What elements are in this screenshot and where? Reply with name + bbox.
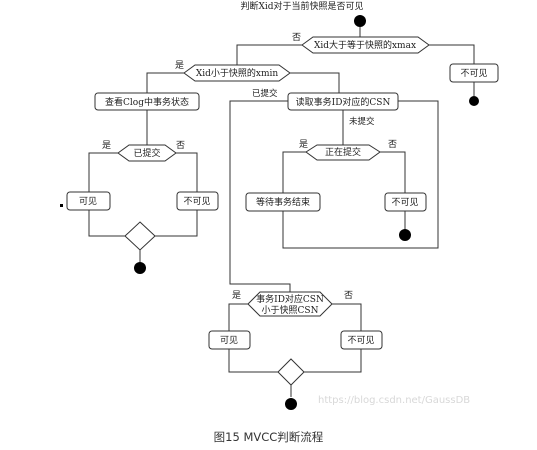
start-node (354, 15, 366, 27)
result-invisible-bottom-label: 不可见 (347, 335, 374, 346)
watermark: https://blog.csdn.net/GaussDB (318, 395, 470, 406)
result-invisible-mid-label: 不可见 (391, 197, 418, 208)
edge-d5-no (332, 303, 362, 331)
edge-d2-yes (146, 72, 184, 93)
decision-committed-label: 已提交 (133, 147, 160, 159)
action-read-csn-label: 读取事务ID对应的CSN (296, 96, 391, 108)
result-invisible-left-label: 不可见 (183, 196, 210, 207)
edge-invisible-bottom-merge (304, 349, 362, 373)
edge-label-d1-no: 否 (292, 32, 301, 43)
edge-d3-no (176, 152, 198, 192)
edge-wait-loop (282, 100, 439, 249)
edge-committed (229, 100, 291, 292)
decision-csn-label-2: 小于快照CSN (262, 304, 319, 316)
end-node-top-right (469, 96, 479, 106)
edge-visible-left-merge (88, 210, 125, 237)
edge-label-d2-yes: 是 (175, 60, 184, 71)
decision-xmin-label: Xid小于快照的xmin (196, 67, 279, 79)
edge-label-uncommitted: 未提交 (349, 116, 375, 127)
action-wait-label: 等待事务结束 (256, 196, 310, 208)
result-visible-left-label: 可见 (79, 196, 97, 207)
edge-visible-bottom-merge (228, 349, 278, 373)
figure-caption: 图15 MVCC判断流程 (213, 430, 324, 444)
edge-d3-yes (88, 152, 118, 192)
edge-label-d3-yes: 是 (102, 140, 111, 151)
diagram-title: 判断Xid对于当前快照是否可见 (240, 0, 363, 12)
edge-label-d5-no: 否 (344, 290, 353, 301)
merge-bottom (277, 358, 305, 386)
edge-d4-no (380, 151, 406, 193)
edge-d2-no (290, 72, 340, 93)
bullet-mark (60, 204, 63, 207)
action-check-clog-label: 查看Clog中事务状态 (105, 96, 189, 108)
edge-label-d5-yes: 是 (232, 290, 241, 301)
end-node-mid (399, 229, 411, 241)
edge-d4-yes (282, 151, 306, 193)
flowchart: 判断Xid对于当前快照是否可见 Xid大于等于快照的xmax 否 不可见 Xid… (60, 0, 499, 410)
edge-label-committed: 已提交 (252, 88, 278, 99)
edge-label-d4-no: 否 (388, 139, 397, 150)
edge-d1-yes (429, 44, 475, 64)
merge-left (124, 221, 156, 251)
edge-label-d3-no: 否 (176, 140, 185, 151)
edge-d1-no (236, 44, 302, 65)
decision-csn-label-1: 事务ID对应CSN (256, 293, 324, 305)
decision-xmax-label: Xid大于等于快照的xmax (314, 39, 416, 51)
result-visible-bottom-label: 可见 (220, 335, 238, 346)
edge-label-d4-yes: 是 (299, 139, 308, 150)
end-node-left (134, 262, 146, 274)
result-invisible-top-label: 不可见 (460, 68, 487, 79)
end-node-bottom (285, 398, 297, 410)
edge-invisible-left-merge (155, 210, 198, 237)
edge-d5-yes (228, 303, 248, 331)
decision-committing-label: 正在提交 (325, 146, 361, 158)
